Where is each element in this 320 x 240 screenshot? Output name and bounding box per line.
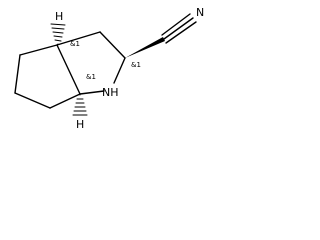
atom-hydrogen-top: H xyxy=(55,10,63,23)
bond-c7-n xyxy=(113,57,126,84)
stereo-label-nitrile: &1 xyxy=(131,61,141,69)
atom-hydrogen-bottom: H xyxy=(76,118,84,131)
atom-nitrogen-nitrile: N xyxy=(196,6,204,19)
bond-c6-c7 xyxy=(99,31,126,59)
molecule-structure: N NH H H &1 &1 &1 xyxy=(14,6,204,131)
bond-ring-fusion xyxy=(56,44,81,95)
bond-c1-c2 xyxy=(19,44,58,56)
wedge-bond-nitrile xyxy=(125,37,165,58)
bond-n-c5 xyxy=(79,90,105,95)
hashed-wedge-top xyxy=(50,23,66,46)
triple-bond-line-1 xyxy=(163,17,194,40)
triple-bond-line-3 xyxy=(165,21,197,44)
stereo-label-top: &1 xyxy=(70,40,80,48)
stereo-label-bottom: &1 xyxy=(86,73,96,81)
bond-c3-c4 xyxy=(14,92,51,109)
bond-c2-c3 xyxy=(14,54,21,94)
bond-c1-c6 xyxy=(56,31,101,46)
hashed-wedge-bottom xyxy=(72,93,88,116)
bond-c4-c5 xyxy=(49,93,81,109)
triple-bond-line-2 xyxy=(161,13,191,36)
atom-nitrogen-ring: NH xyxy=(102,86,119,99)
